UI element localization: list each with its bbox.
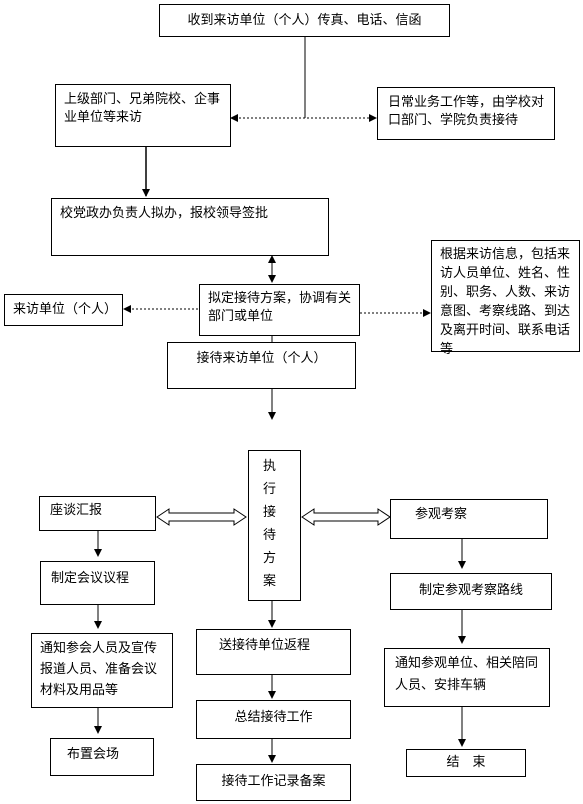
box-plan-label: 拟定接待方案，协调有关部门或单位 xyxy=(208,291,352,324)
box-receive-visitor: 接待来访单位（个人） xyxy=(167,342,356,389)
box-notify-attendees-label: 通知参会人员及宣传报道人员、准备会议材料及用品等 xyxy=(40,641,158,698)
double-arrow-execute-tour xyxy=(301,508,391,526)
box-visitor-unit: 来访单位（个人） xyxy=(4,294,123,326)
box-meeting-agenda-label: 制定会议议程 xyxy=(51,571,130,586)
box-visitor-unit-label: 来访单位（个人） xyxy=(13,302,118,317)
box-superior-units-label: 上级部门、兄弟院校、企事业单位等来访 xyxy=(64,92,221,125)
box-daily-business-label: 日常业务工作等，由学校对口部门、学院负责接待 xyxy=(388,95,545,128)
box-tour-inspection-label: 参观考察 xyxy=(415,507,468,522)
box-summary-label: 总结接待工作 xyxy=(234,710,313,725)
box-record-label: 接待工作记录备案 xyxy=(221,774,326,789)
box-notify-tour-label: 通知参观单位、相关陪同人员、安排车辆 xyxy=(395,656,539,693)
box-meeting-report: 座谈汇报 xyxy=(39,496,156,531)
box-daily-business: 日常业务工作等，由学校对口部门、学院负责接待 xyxy=(377,87,555,140)
box-approve: 校党政办负责人拟办，报校领导签批 xyxy=(51,198,329,256)
box-arrange-venue: 布置会场 xyxy=(50,738,154,776)
box-superior-units: 上级部门、兄弟院校、企事业单位等来访 xyxy=(55,84,231,147)
box-receive-contact: 收到来访单位（个人）传真、电话、信函 xyxy=(159,4,450,37)
box-visit-info-label: 根据来访信息，包括来访人员单位、姓名、性别、职务、人数、来访意图、考察线路、到达… xyxy=(440,247,571,357)
box-summary: 总结接待工作 xyxy=(196,700,351,739)
box-approve-label: 校党政办负责人拟办，报校领导签批 xyxy=(60,206,269,221)
box-execute-plan-label: 执行接待方案 xyxy=(263,459,277,589)
box-tour-route-label: 制定参观考察路线 xyxy=(418,583,523,598)
box-visit-info: 根据来访信息，包括来访人员单位、姓名、性别、职务、人数、来访意图、考察线路、到达… xyxy=(431,240,580,357)
box-plan: 拟定接待方案，协调有关部门或单位 xyxy=(199,284,360,336)
box-end: 结 束 xyxy=(406,749,526,777)
box-notify-attendees: 通知参会人员及宣传报道人员、准备会议材料及用品等 xyxy=(31,633,173,708)
box-receive-visitor-label: 接待来访单位（个人） xyxy=(196,351,327,366)
box-send-back: 送接待单位返程 xyxy=(196,629,351,675)
box-notify-tour: 通知参观单位、相关陪同人员、安排车辆 xyxy=(384,648,550,707)
double-arrow-meeting-execute xyxy=(156,508,247,526)
box-end-label: 结 束 xyxy=(446,755,486,770)
box-execute-plan: 执行接待方案 xyxy=(248,450,301,601)
box-arrange-venue-label: 布置会场 xyxy=(67,747,120,762)
box-meeting-agenda: 制定会议议程 xyxy=(40,561,155,605)
box-send-back-label: 送接待单位返程 xyxy=(219,638,311,653)
box-tour-inspection: 参观考察 xyxy=(390,499,548,539)
box-receive-contact-label: 收到来访单位（个人）传真、电话、信函 xyxy=(187,13,422,28)
box-meeting-report-label: 座谈汇报 xyxy=(50,503,103,518)
box-record: 接待工作记录备案 xyxy=(196,764,351,801)
box-tour-route: 制定参观考察路线 xyxy=(390,573,552,610)
